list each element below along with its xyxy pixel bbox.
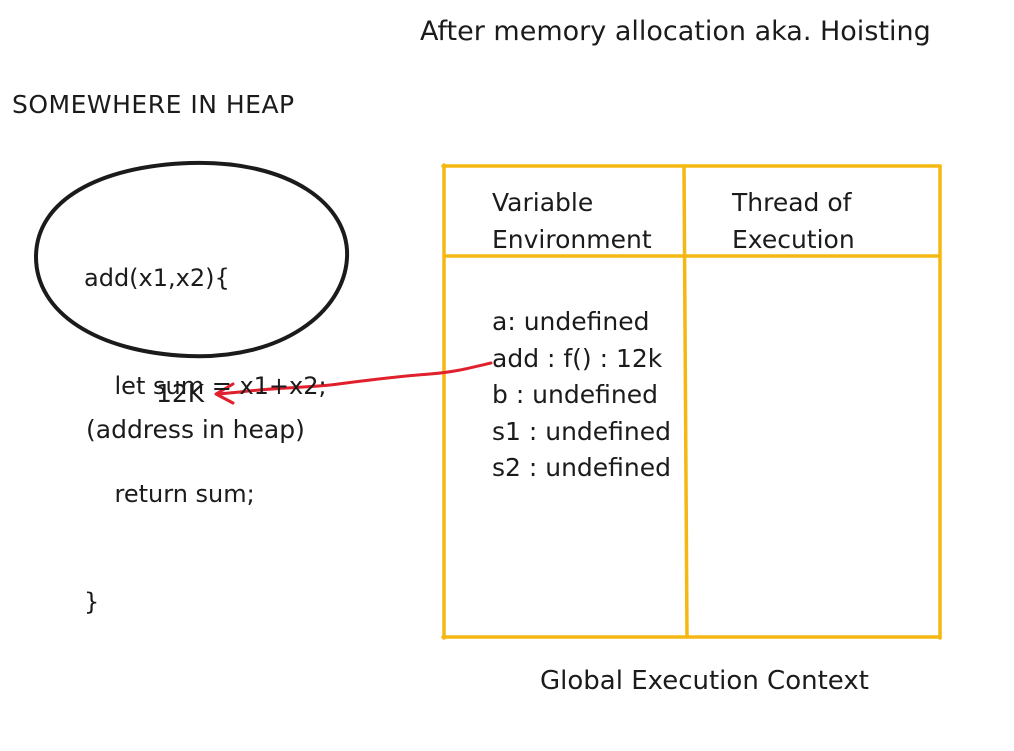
execution-context-label: Global Execution Context <box>540 666 869 696</box>
thread-of-execution-header: Thread of Execution <box>732 184 855 258</box>
header-line: Execution <box>732 225 855 254</box>
variable-list: a: undefined add : f() : 12k b : undefin… <box>492 304 671 487</box>
execution-context-table <box>441 163 942 640</box>
variable-entry: b : undefined <box>492 380 658 409</box>
variable-entry: a: undefined <box>492 307 650 336</box>
header-line: Environment <box>492 225 652 254</box>
pointer-arrow-line <box>216 361 493 396</box>
page-title: After memory allocation aka. Hoisting <box>420 16 931 47</box>
variable-entry: s1 : undefined <box>492 416 672 446</box>
heap-label: SOMEWHERE IN HEAP <box>12 90 295 119</box>
variable-environment-header: Variable Environment <box>492 184 652 258</box>
code-line: return sum; <box>84 480 255 508</box>
heap-address: 12K <box>156 379 205 408</box>
code-line: let sum = x1+x2; <box>84 372 327 400</box>
header-line: Variable <box>492 188 594 217</box>
variable-entry: s2 : undefined <box>492 453 672 482</box>
heap-address-note: (address in heap) <box>86 415 305 444</box>
pointer-arrow-head <box>214 382 235 405</box>
variable-entry: add : f() : 12k <box>492 343 663 373</box>
code-line: add(x1,x2){ <box>84 264 230 292</box>
table-column-divider <box>682 164 689 639</box>
code-line: } <box>84 588 100 616</box>
header-line: Thread of <box>732 188 852 217</box>
function-code-block: add(x1,x2){ let sum = x1+x2; return sum;… <box>84 188 327 656</box>
heap-ellipse <box>34 160 350 359</box>
